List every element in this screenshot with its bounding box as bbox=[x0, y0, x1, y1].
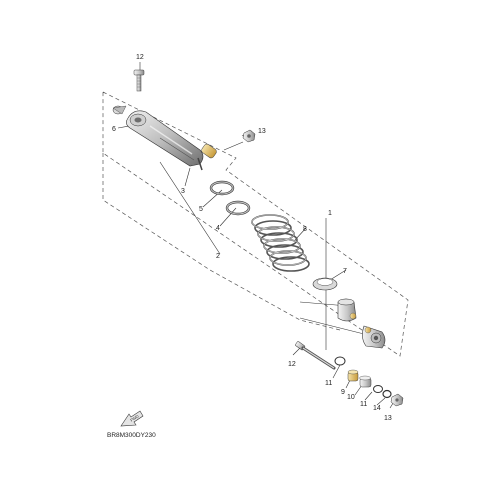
callout-4: 4 bbox=[216, 225, 220, 232]
callout-2: 2 bbox=[216, 253, 220, 260]
callout-13-lower: 13 bbox=[384, 415, 392, 422]
callout-3: 3 bbox=[181, 188, 185, 195]
washer-14 bbox=[382, 389, 392, 399]
assembly-boundary-outer bbox=[102, 91, 409, 357]
callout-1: 1 bbox=[328, 210, 332, 217]
spacer-11-a bbox=[334, 356, 346, 366]
callout-9: 9 bbox=[341, 389, 345, 396]
callout-10: 10 bbox=[347, 394, 355, 401]
bump-stopper bbox=[337, 298, 357, 322]
spring-guide-7 bbox=[312, 277, 338, 291]
nut-13-upper bbox=[242, 129, 256, 143]
front-direction-arrow: FWD bbox=[120, 410, 144, 427]
bushing-9 bbox=[347, 369, 359, 382]
callout-11-a: 11 bbox=[325, 380, 332, 387]
collar-10 bbox=[359, 375, 372, 388]
front-arrow-label: FWD bbox=[129, 413, 139, 422]
spacer-11-b bbox=[373, 385, 383, 393]
adjusting-nut-4 bbox=[225, 200, 251, 216]
bolt-12-upper bbox=[133, 69, 145, 92]
shock-absorber-6 bbox=[112, 105, 204, 167]
callout-8: 8 bbox=[303, 226, 307, 233]
callout-11-b: 11 bbox=[360, 401, 367, 408]
callout-6: 6 bbox=[112, 126, 116, 133]
callout-5: 5 bbox=[199, 206, 203, 213]
assembly-boundary-inner bbox=[102, 153, 341, 331]
callout-13-upper: 13 bbox=[258, 128, 266, 135]
callout-7: 7 bbox=[343, 268, 347, 275]
spring-8-highlight bbox=[251, 214, 307, 266]
nut-13-lower bbox=[390, 393, 404, 407]
lock-nut-5 bbox=[209, 180, 235, 196]
callout-12-lower: 12 bbox=[288, 361, 296, 368]
shock-rod-3 bbox=[197, 143, 217, 171]
drawing-code: BR8M300DY230 bbox=[107, 432, 156, 439]
callout-12-upper: 12 bbox=[136, 54, 144, 61]
lower-clevis bbox=[362, 325, 386, 349]
leader-lines bbox=[117, 62, 396, 409]
callout-14: 14 bbox=[373, 405, 381, 412]
bolt-12-lower bbox=[295, 341, 336, 370]
